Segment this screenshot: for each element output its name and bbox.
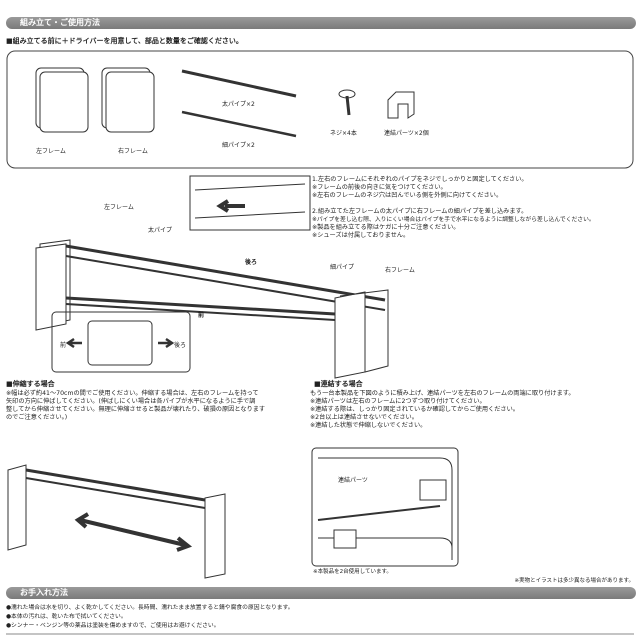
intro-text: ■組み立てる前に＋ドライバーを用意して、部品と数量をご確認ください。 (6, 37, 243, 45)
step-line: ※パイプを差し込む際、入りにくい場合はパイプを手で水平になるように調整しながら差… (312, 217, 595, 223)
right-frame-part (101, 67, 155, 133)
connect-line: ※連結する際は、しっかり固定されているか確認してからご使用ください。 (310, 406, 519, 413)
extend-line: のでご注意ください。) (6, 414, 68, 421)
connector-part (387, 91, 415, 119)
connect-line: もう一台本製品を下図のように積み上げ、連結パーツを左右のフレームの両端に取り付け… (310, 390, 575, 397)
connect-note: ※本製品を2台使用しています。 (313, 569, 392, 575)
step-line: 1.左右のフレームにそれぞれのパイプをネジでしっかりと固定してください。 (312, 176, 528, 183)
connect-title: ■連結する場合 (314, 380, 363, 388)
connect-line: ※連結した状態で伸縮しないでください。 (310, 422, 427, 429)
step-line: ※左右のフレームのネジ穴は凹んでいる側を外側に向けてください。 (312, 192, 503, 199)
step-line: ※製品を組み立てる際はケガに十分ご注意ください。 (312, 224, 460, 231)
connect-diagram (311, 447, 459, 567)
care-line: ●濡れた場合は水を切り、よく乾かしてください。長時間、濡れたまま放置すると錆や腐… (6, 605, 294, 611)
diagram-label: 右フレーム (385, 267, 415, 274)
extend-diagram (7, 464, 226, 579)
diagram-label: 左フレーム (104, 204, 134, 211)
assembly-diagram (35, 175, 389, 379)
part-label: 太パイプ×2 (222, 101, 255, 108)
screw-part (338, 89, 356, 116)
part-label: ネジ×4本 (330, 130, 357, 137)
part-label: 左フレーム (36, 148, 66, 155)
step-line: ※フレームの前後の向きに気をつけてください。 (312, 184, 447, 191)
diagram-label: 後ろ (245, 259, 258, 266)
step-line: ※シューズは付属しておりません。 (312, 232, 410, 239)
diagram-label: 細パイプ (330, 264, 355, 271)
part-label: 細パイプ×2 (222, 142, 255, 149)
disclaimer: ※実物とイラストは多少異なる場合があります。 (514, 578, 634, 584)
extend-line: 整してから伸縮させてください。無理に伸縮させると製品が壊れたり、破損の原因となり… (6, 406, 266, 413)
connector-label: 連結パーツ (338, 477, 368, 484)
extend-line: 矢印の方向に伸ばしてください。(伸ばしにくい場合は各パイプが水平になるように手で… (6, 398, 256, 405)
connect-line: ※連結パーツは左右のフレームに2つずつ取り付けてください。 (310, 398, 486, 405)
step-line: 2.組み立てた左フレームの太パイプに右フレームの細パイプを差し込みます。 (312, 208, 528, 215)
diagram-label: 太パイプ (148, 227, 173, 234)
diagram-label: 前 (198, 312, 205, 319)
part-label: 右フレーム (118, 148, 148, 155)
thin-pipe-part (181, 110, 297, 138)
diagram-label: 前 (60, 342, 67, 349)
care-line: ●シンナー・ベンジン等の薬品は塗装を傷めますので、ご使用はお避けください。 (6, 623, 220, 629)
left-frame-part (35, 67, 89, 133)
care-header: お手入れ方法 (6, 587, 636, 599)
thick-pipe-part (181, 69, 297, 98)
extend-title: ■伸縮する場合 (6, 380, 55, 388)
extend-line: ※幅は必ず約41～70cmの間でご使用ください。伸縮する場合は、左右のフレームを… (6, 390, 259, 397)
care-line: ●本体の汚れは、乾いた布で拭いてください。 (6, 614, 127, 620)
part-label: 連結パーツ×2個 (384, 130, 429, 137)
assembly-header: 組み立て・ご使用方法 (6, 17, 636, 29)
parts-box (6, 50, 634, 169)
connect-line: ※2台以上は連結させないでください。 (310, 414, 418, 421)
diagram-label: 後ろ (174, 342, 187, 349)
